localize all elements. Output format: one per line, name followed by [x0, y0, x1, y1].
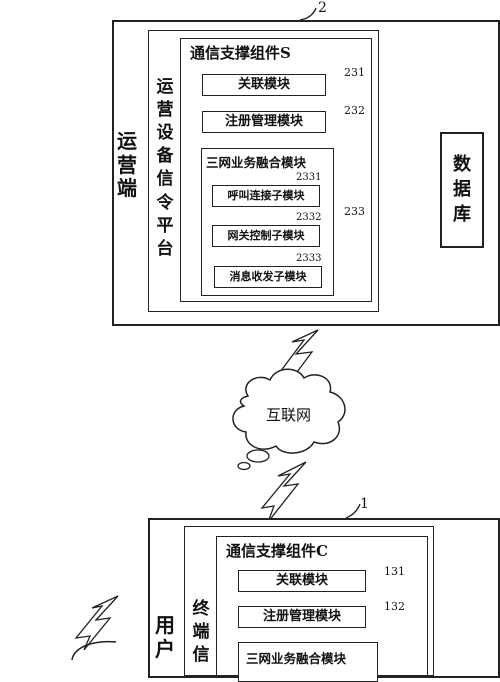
ref-2332: 2332 [296, 212, 322, 223]
ref-1-leader [345, 503, 361, 519]
ref-132: 132 [384, 600, 405, 613]
registration-module-c: 注册管理模块 [238, 606, 366, 628]
fusion-module-c-label: 三网业务融合模块 [246, 651, 347, 666]
signaling-platform-label: 运 营 设 备 信 令 平 台 [156, 77, 174, 259]
ref-232: 232 [344, 104, 365, 117]
lightning-icon [260, 461, 307, 523]
operator-ref: 2 [318, 0, 327, 16]
ref-2331: 2331 [296, 172, 322, 183]
user-side-label: 用 户 [155, 613, 175, 661]
database-box [440, 132, 484, 248]
component-c-title: 通信支撑组件C [226, 542, 328, 560]
call-connect-submodule: 呼叫连接子模块 [212, 185, 320, 207]
operator-side-label: 运 营 端 [117, 129, 137, 201]
database-label: 数 据 库 [453, 154, 471, 226]
internet-cloud-icon [232, 368, 346, 454]
fusion-module-s-label: 三网业务融合模块 [206, 155, 307, 170]
ref-233: 233 [344, 205, 365, 218]
registration-module-s: 注册管理模块 [202, 111, 326, 133]
ref-231: 231 [344, 66, 365, 79]
ref-2333: 2333 [296, 253, 322, 264]
ref-131: 131 [384, 565, 405, 578]
internet-label: 互联网 [266, 406, 312, 424]
association-module-c: 关联模块 [238, 570, 366, 592]
ref-2-leader [299, 7, 317, 21]
association-module-s: 关联模块 [202, 74, 326, 96]
component-s-title: 通信支撑组件S [190, 44, 291, 62]
user-ref: 1 [360, 496, 369, 512]
lightning-icon [74, 595, 119, 651]
user-terminal-label: 终 端 信 [192, 599, 210, 666]
message-submodule: 消息收发子模块 [214, 266, 322, 288]
gateway-control-submodule: 网关控制子模块 [212, 225, 320, 247]
